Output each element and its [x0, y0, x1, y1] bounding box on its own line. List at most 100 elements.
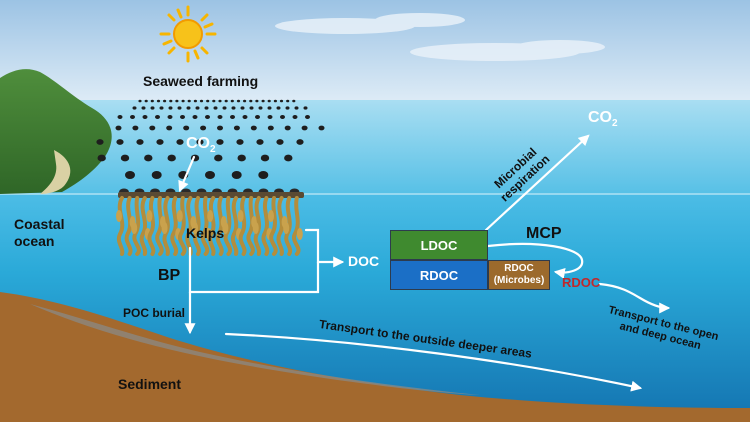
buoy [276, 139, 284, 145]
kelp-leaf [116, 210, 122, 222]
buoy [212, 99, 216, 103]
buoy [218, 99, 222, 103]
buoy [116, 139, 124, 145]
buoy [255, 115, 260, 119]
buoy [125, 171, 135, 179]
buoy [267, 125, 274, 131]
kelp-leaf [237, 210, 244, 222]
buoy [149, 125, 156, 131]
bp-branch-line [188, 246, 320, 294]
buoy [96, 139, 104, 145]
buoy [267, 115, 273, 119]
buoy [199, 99, 204, 103]
kelp-leaf [161, 222, 168, 234]
buoy [163, 99, 167, 103]
buoy [150, 99, 154, 103]
buoy [144, 99, 148, 103]
kelp-leaf [296, 228, 303, 240]
buoy [156, 99, 161, 103]
buoy [296, 139, 304, 145]
ldoc-box: LDOC [390, 230, 488, 260]
buoy [144, 154, 153, 162]
buoy [240, 106, 245, 110]
kelp-strand [116, 196, 125, 256]
buoy [303, 106, 308, 110]
kelp-strand [238, 196, 247, 256]
buoy [273, 99, 277, 103]
rdoc-microbes-box: RDOC (Microbes) [488, 260, 550, 290]
buoy [156, 139, 164, 145]
co2-uptake-arrow [178, 155, 196, 193]
buoy [292, 99, 296, 103]
mcp-loop-arrow [486, 242, 584, 279]
kelp-strand [155, 196, 164, 256]
buoy [213, 106, 218, 110]
buoy [97, 154, 106, 162]
buoy [205, 115, 210, 119]
buoy [233, 125, 240, 131]
buoy [256, 139, 264, 145]
co2-left-subscript: 2 [210, 144, 216, 156]
kelp-leaf [176, 210, 183, 222]
buoy [258, 171, 269, 179]
buoy [285, 106, 290, 110]
buoy [130, 115, 135, 119]
buoy [192, 115, 198, 119]
buoy [261, 99, 265, 103]
rdoc-microbes-line1: RDOC [504, 263, 534, 274]
kelps-label: Kelps [186, 225, 225, 241]
kelp-strand [193, 196, 201, 256]
kelp-strand [223, 196, 233, 256]
kelp-strand [284, 196, 293, 256]
kelp-strand [200, 196, 210, 256]
microbial-respiration-arrow [484, 134, 590, 232]
buoy [249, 106, 254, 110]
buoy [181, 99, 185, 103]
buoy [132, 106, 137, 110]
buoy [318, 125, 325, 131]
kelp-strand [139, 196, 148, 256]
buoy [236, 139, 244, 145]
buoy [120, 154, 130, 162]
buoy [217, 125, 223, 131]
buoy [231, 106, 236, 110]
buoy [193, 99, 197, 103]
sun-icon [159, 5, 217, 63]
buoy [166, 125, 173, 131]
mcp-label: MCP [526, 225, 562, 242]
kelp-strand [261, 196, 270, 256]
buoy [255, 99, 259, 103]
buoy [177, 106, 182, 110]
coastal-ocean-line1: Coastal [14, 216, 65, 232]
kelp-leaf [131, 222, 138, 234]
buoy [136, 139, 144, 145]
buoy [115, 125, 122, 131]
transport-deeper-arrow [224, 332, 643, 392]
buoy [231, 171, 242, 179]
buoy [224, 99, 228, 103]
kelp-strand [124, 196, 133, 256]
buoy [230, 99, 234, 103]
kelp-strand [246, 196, 255, 256]
buoy [187, 99, 191, 103]
buoy [250, 125, 257, 131]
buoy [216, 139, 224, 145]
buoy [117, 115, 123, 119]
bp-label: BP [158, 267, 181, 284]
kelp-leaf [283, 222, 290, 234]
buoy [155, 115, 160, 119]
buoy [214, 154, 223, 162]
clouds [275, 13, 605, 61]
coastal-hill [0, 69, 112, 194]
buoy [138, 99, 142, 103]
transport-open-ocean-arrow [598, 282, 671, 314]
kelp-strand [208, 196, 216, 256]
beach [40, 150, 71, 194]
kelp-strand [177, 196, 187, 256]
poc-burial-label: POC burial [123, 306, 186, 320]
buoy [242, 115, 248, 119]
coastal-ocean-label: Coastal ocean [14, 216, 65, 250]
buoy [150, 106, 155, 110]
seaweed-farming-label: Seaweed farming [143, 73, 259, 89]
